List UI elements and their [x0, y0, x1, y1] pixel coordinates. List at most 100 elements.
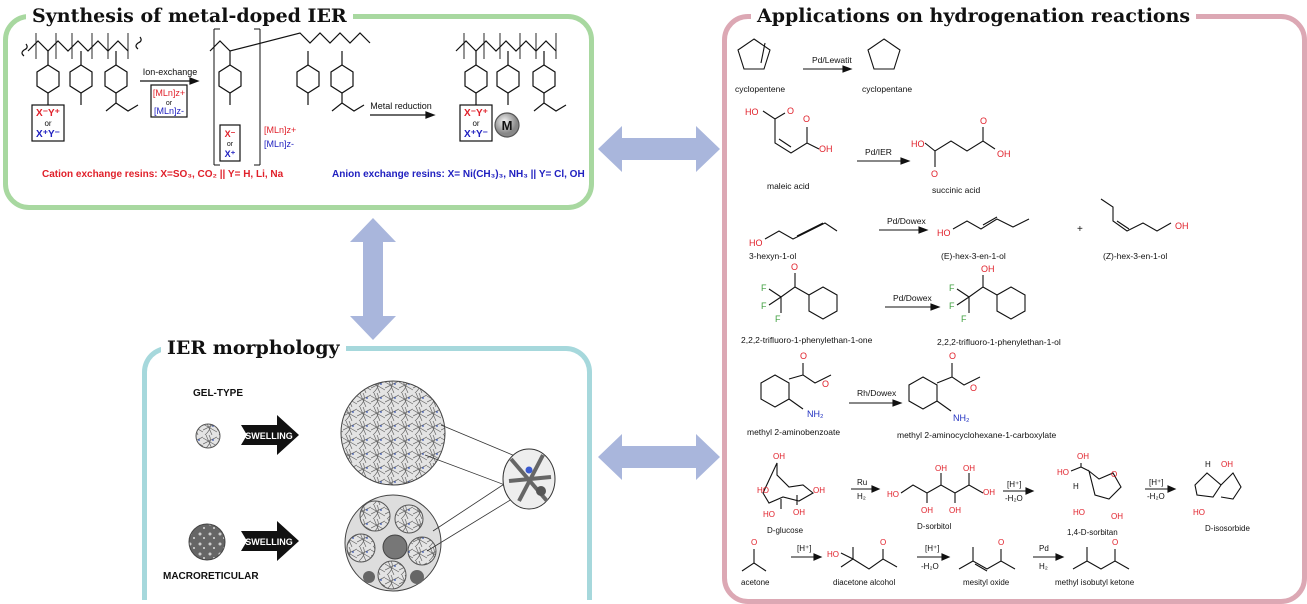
gel-bead-icon: [195, 423, 221, 449]
atom-label: O: [791, 262, 798, 272]
synthesis-title: Synthesis of metal-doped IER: [26, 5, 353, 27]
metal-label: M: [502, 118, 513, 133]
metal-nanoparticle-icon: [494, 112, 520, 138]
molecule-label: methyl isobutyl ketone: [1055, 578, 1135, 587]
reactant-label: maleic acid: [767, 181, 810, 191]
ion-exchange-label: Ion-exchange: [143, 67, 198, 77]
group-cation-label: X⁻Y⁺: [464, 108, 488, 119]
molecule-label: D-glucose: [767, 526, 804, 535]
atom-label: O: [880, 538, 886, 547]
swelling-arrow-macro: SWELLING: [241, 521, 299, 561]
or-label: or: [472, 119, 479, 128]
plus-sign: +: [1077, 224, 1083, 235]
swelling-arrow-gel: SWELLING: [241, 415, 299, 455]
molecule-label: 1,4-D-sorbitan: [1067, 528, 1118, 537]
atom-label: HO: [749, 238, 763, 248]
atom-label: F: [761, 283, 767, 293]
atom-label: HO: [937, 228, 951, 238]
condition-label: Pd: [1039, 544, 1049, 553]
atom-label: O: [1111, 470, 1117, 479]
condition-label: -H₂O: [1005, 494, 1023, 503]
or-label: or: [44, 119, 51, 128]
condition-label: [H⁺]: [797, 544, 811, 553]
atom-label: O: [980, 116, 987, 126]
atom-label: OH: [963, 464, 975, 473]
atom-label: O: [803, 114, 810, 124]
atom-label: O: [998, 538, 1004, 547]
atom-label: HO: [887, 490, 899, 499]
product-label: methyl 2-aminocyclohexane-1-carboxylate: [897, 430, 1056, 440]
zoom-lines: [424, 424, 528, 552]
catalyst-label: Rh/Dowex: [857, 388, 897, 398]
catalyst-label: Pd/Lewatit: [812, 55, 852, 65]
macroreticular-bead-icon: [188, 523, 226, 561]
morphology-illustration: GEL-TYPE SWELLING MACRORETICULAR SWELLIN…: [163, 380, 556, 592]
reagent-cation-label: [MLn]z+: [153, 88, 185, 98]
molecule-label: D-sorbitol: [917, 522, 951, 531]
reactant-label: 2,2,2-trifluoro-1-phenylethan-1-one: [741, 335, 873, 345]
functional-group-box: [31, 104, 65, 142]
reagent-anion-label: [MLn]z-: [154, 106, 184, 116]
atom-label: OH: [819, 144, 833, 154]
atom-label: OH: [1221, 460, 1233, 469]
condition-label: -H₂O: [1147, 492, 1165, 501]
double-arrow-morphology-applications: [598, 434, 720, 480]
atom-label: OH: [949, 506, 961, 515]
reagent-cation-label: [MLn]z+: [264, 125, 296, 135]
polymer-resin-initial: [21, 33, 142, 112]
anion-exchange-note: Anion exchange resins: X= Ni(CH₃)₃, NH₃ …: [332, 169, 585, 180]
atom-label: O: [949, 351, 956, 361]
applications-title: Applications on hydrogenation reactions: [751, 5, 1197, 27]
reaction-maleic-acid: HO O O OH maleic acid Pd/IER HO O O OH s…: [745, 106, 1011, 195]
atom-label: F: [949, 283, 955, 293]
atom-label: NH₂: [953, 413, 970, 423]
atom-label: HO: [1057, 468, 1069, 477]
reagent-anion-label: [MLn]z-: [264, 139, 294, 149]
atom-label: F: [961, 314, 967, 324]
condition-label: Ru: [857, 478, 867, 487]
reaction-cyclopentene: cyclopentene Pd/Lewatit cyclopentane: [735, 38, 912, 94]
cation-exchange-note: Cation exchange resins: X=SO₃, CO₂ || Y=…: [42, 169, 284, 180]
atom-label: O: [1112, 538, 1118, 547]
condition-label: H₂: [1039, 562, 1048, 571]
product-label: succinic acid: [932, 185, 980, 195]
catalyst-label: Pd/Dowex: [893, 293, 932, 303]
molecule-label: acetone: [741, 578, 770, 587]
reaction-trifluoroacetophenone: O F F F 2,2,2-trifluoro-1-phenylethan-1-…: [741, 262, 1061, 347]
atom-label: OH: [981, 264, 995, 274]
atom-label: OH: [1111, 512, 1123, 521]
synthesis-scheme: X⁻Y⁺ or X⁺Y⁻ Ion-exchange [MLn]z+ or [ML…: [21, 28, 585, 180]
swelling-label: SWELLING: [245, 431, 293, 441]
svg-text:X⁻: X⁻: [225, 129, 236, 139]
product-label: cyclopentane: [862, 84, 912, 94]
molecule-label: diacetone alcohol: [833, 578, 895, 587]
molecule-label: D-isosorbide: [1205, 524, 1250, 533]
macroreticular-label: MACRORETICULAR: [163, 571, 259, 582]
atom-label: H: [1073, 482, 1079, 491]
atom-label: OH: [1077, 452, 1089, 461]
atom-label: O: [970, 383, 977, 393]
or-label: or: [227, 141, 234, 148]
atom-label: HO: [745, 107, 759, 117]
zoomed-fiber-detail-icon: [502, 448, 556, 510]
gel-type-label: GEL-TYPE: [193, 388, 243, 399]
atom-label: NH₂: [807, 409, 824, 419]
swollen-macroreticular-bead-icon: [344, 494, 442, 592]
reaction-glucose-to-isosorbide: OH HO OH HO OH D-glucose Ru H₂ HO OH OH …: [757, 452, 1250, 537]
atom-label: OH: [813, 486, 825, 495]
atom-label: OH: [935, 464, 947, 473]
atom-label: HO: [763, 510, 775, 519]
atom-label: OH: [997, 149, 1011, 159]
cyclopentene-structure: [737, 38, 771, 70]
polymer-resin-metal-doped: [455, 33, 567, 142]
atom-label: F: [761, 301, 767, 311]
condition-label: -H₂O: [921, 562, 939, 571]
molecule-label: mesityl oxide: [963, 578, 1010, 587]
reaction-hexynol: HO 3-hexyn-1-ol Pd/Dowex HO (E)-hex-3-en…: [749, 198, 1189, 261]
reactant-label: 3-hexyn-1-ol: [749, 251, 796, 261]
or-label: or: [166, 100, 173, 107]
atom-label: H: [1205, 460, 1211, 469]
reaction-acetone-to-mibk: O acetone [H⁺] HO O diacetone alcohol [H…: [741, 538, 1135, 587]
atom-label: OH: [773, 452, 785, 461]
product-label: (E)-hex-3-en-1-ol: [941, 251, 1006, 261]
